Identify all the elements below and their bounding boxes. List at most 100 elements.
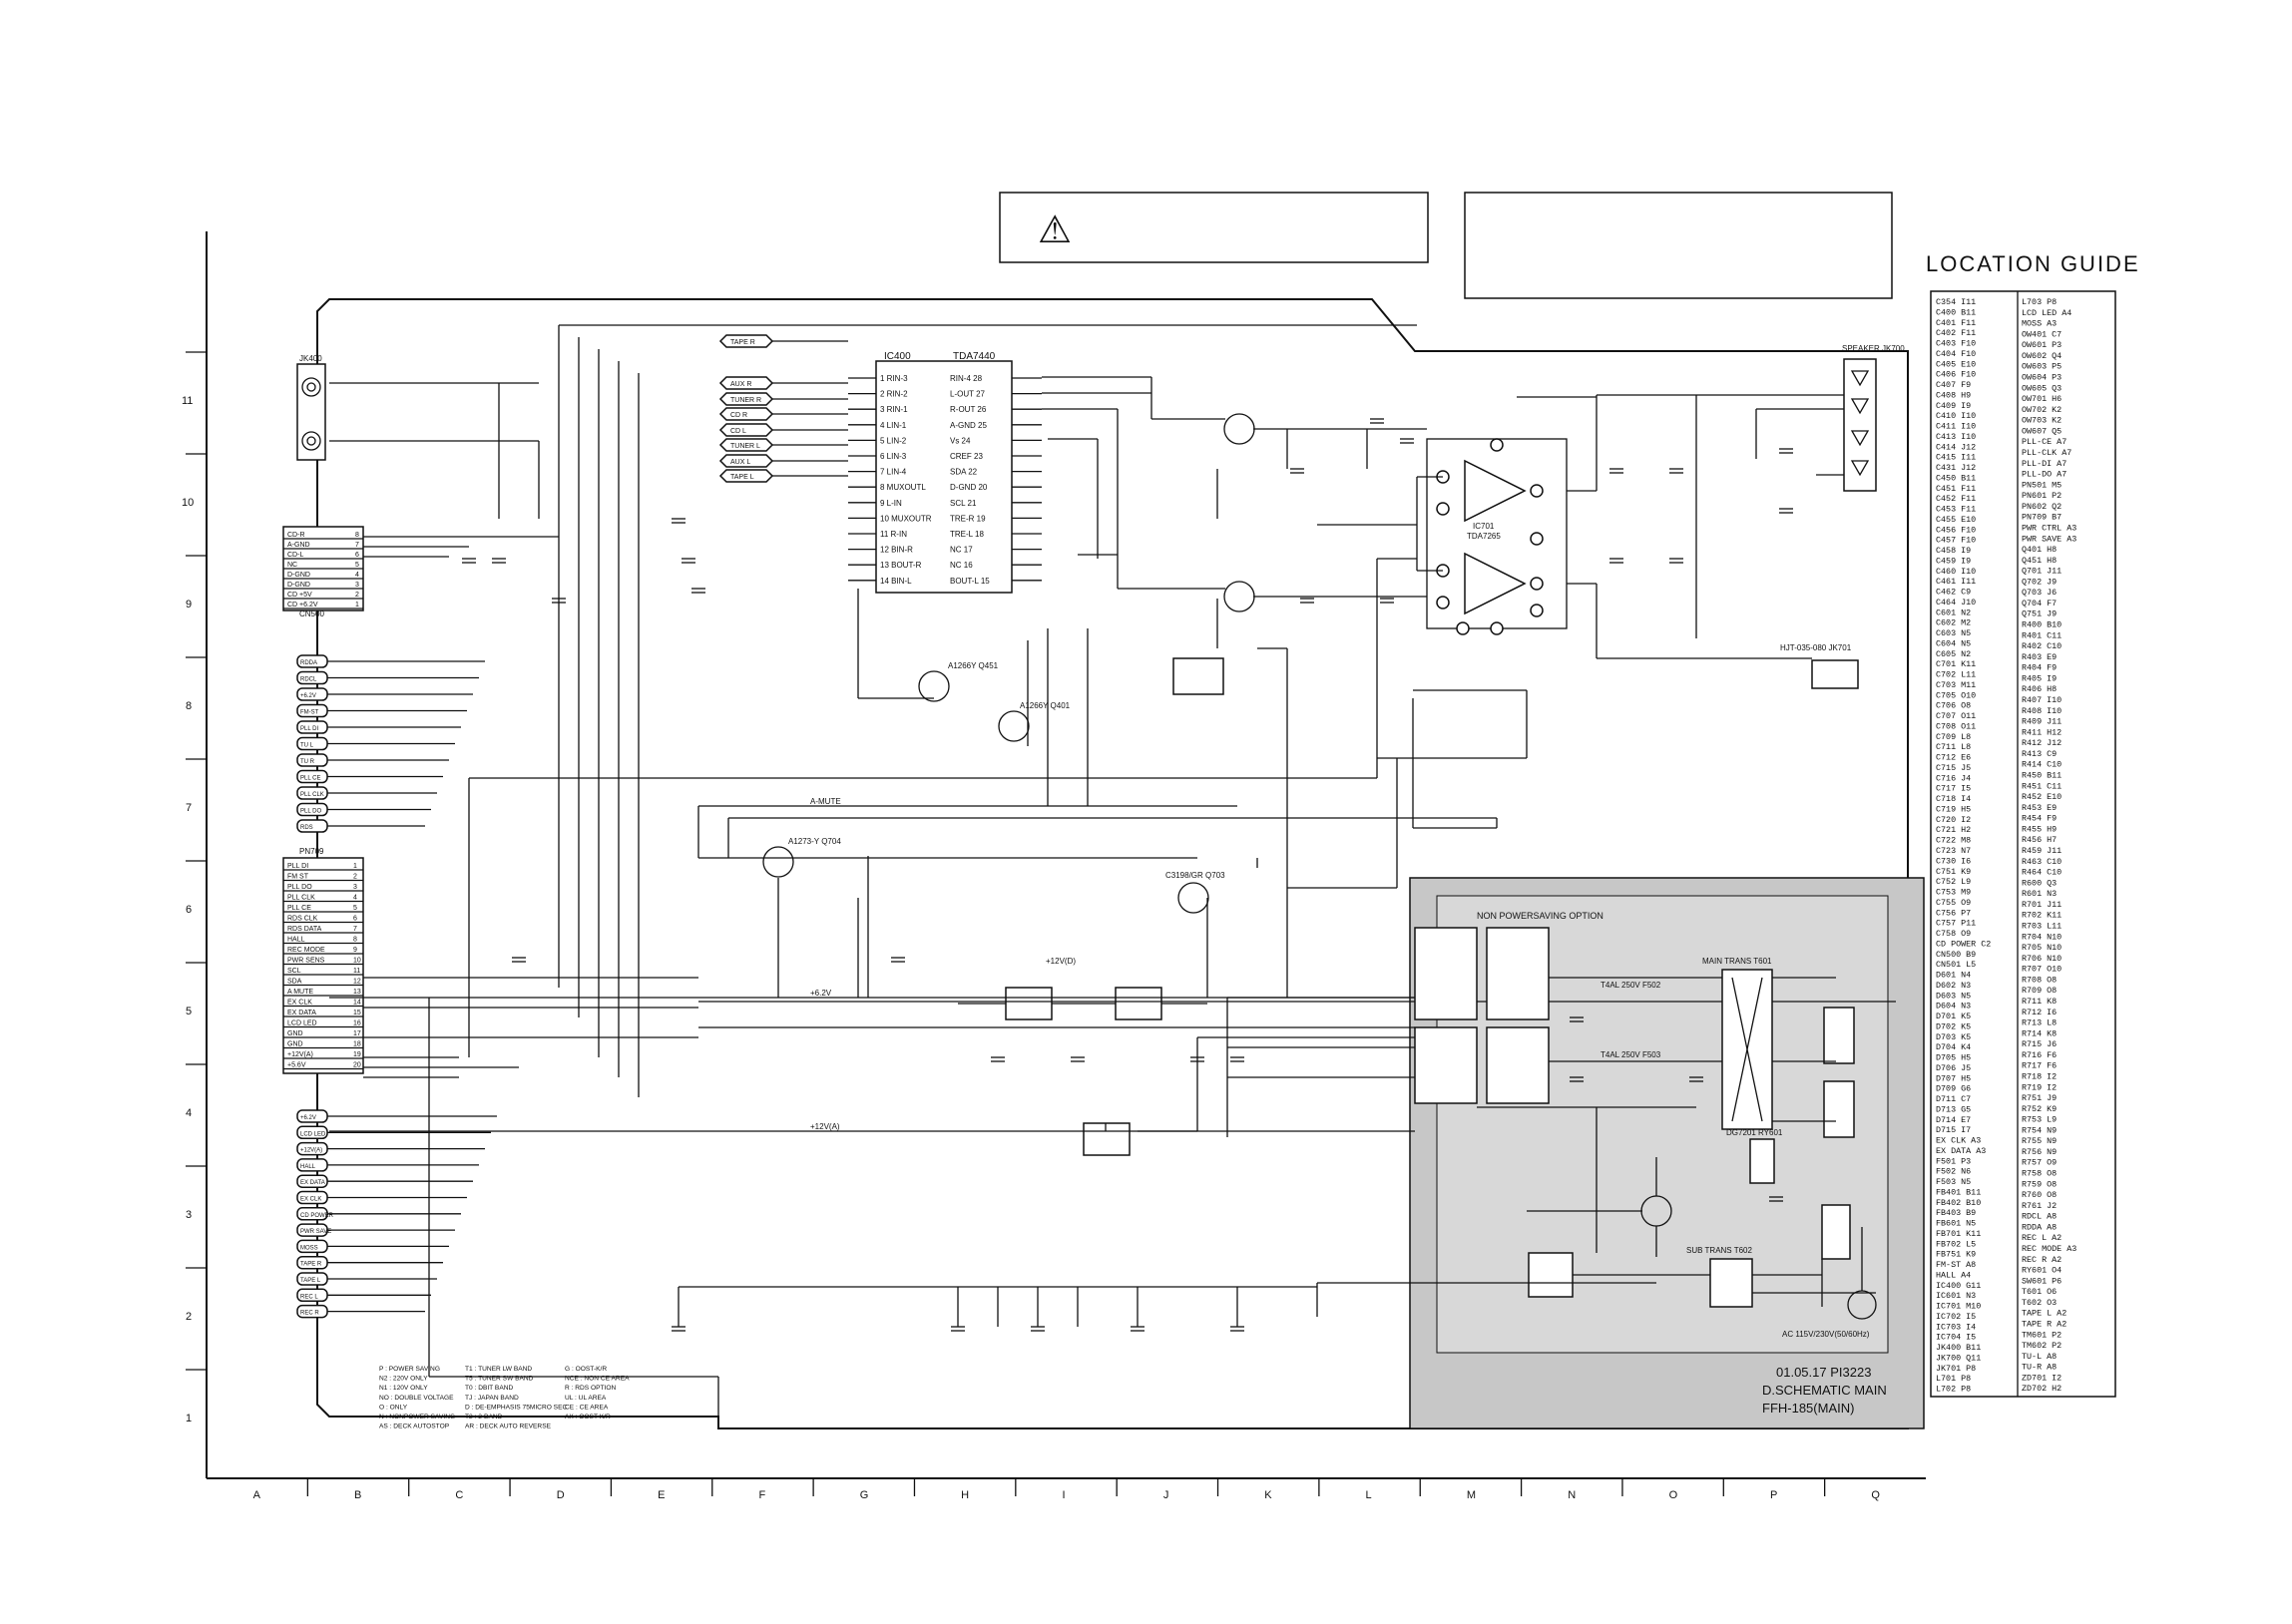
port-label: EX CLK	[300, 1197, 321, 1203]
q751-transistor	[1223, 581, 1255, 612]
ic400-pin-right: NC 17	[950, 546, 973, 555]
port-label: RDDA	[300, 660, 317, 666]
location-entry: R754 N9	[2022, 1125, 2057, 1135]
pn709-pin-name: REC MODE	[287, 947, 325, 954]
location-entry: R601 N3	[2022, 889, 2057, 899]
location-entry: PLL-DO A7	[2022, 470, 2066, 480]
grid-row-4: 4	[186, 1107, 192, 1119]
location-entry: F502 N6	[1936, 1167, 1971, 1177]
cn500-pin-name: CD-L	[287, 552, 303, 559]
cn500-pin-name: A-GND	[287, 542, 310, 549]
grid-row-1: 1	[186, 1413, 192, 1424]
location-entry: L701 P8	[1936, 1374, 1971, 1384]
location-entry: R761 J2	[2022, 1201, 2057, 1211]
ic704-regulator	[1115, 987, 1162, 1020]
input-tag-aux_r: AUX R	[730, 381, 751, 388]
location-entry: OW701 H6	[2022, 394, 2062, 404]
location-entry: R716 F6	[2022, 1050, 2057, 1060]
fuse-f503-label: T4AL 250V F503	[1601, 1050, 1661, 1059]
location-entry: C702 L11	[1936, 670, 1976, 680]
cn501-connector	[1414, 927, 1478, 1020]
location-entry: T601 O6	[2022, 1287, 2057, 1297]
location-entry: R712 I6	[2022, 1008, 2057, 1017]
pn709-pin-number: 1	[353, 863, 357, 870]
location-entry: R757 O9	[2022, 1158, 2057, 1168]
port-label: REC L	[300, 1294, 318, 1300]
location-entry: C730 I6	[1936, 856, 1971, 866]
pn709-pin-name: GND	[287, 1041, 303, 1048]
location-entry: C601 N2	[1936, 608, 1971, 617]
pn709-pin-name: EX DATA	[287, 1010, 316, 1016]
location-entry: C450 B11	[1936, 473, 1976, 483]
location-entry: IC704 I5	[1936, 1333, 1976, 1343]
cn500-pin-name: D-GND	[287, 572, 310, 579]
rail-62v-label: +6.2V	[810, 989, 832, 998]
location-entry: R755 N9	[2022, 1136, 2057, 1146]
grid-row-5: 5	[186, 1006, 192, 1017]
location-entry: ZD702 H2	[2022, 1384, 2062, 1394]
pn709-pin-number: 7	[353, 926, 357, 933]
legend-entry: N2 : 220V ONLY	[379, 1376, 428, 1383]
ic400-ref: IC400	[884, 351, 911, 362]
cn500-pin-name: NC	[287, 562, 297, 569]
location-entry: Q451 H8	[2022, 556, 2057, 566]
ic400-pin-right: TRE-L 18	[950, 530, 984, 539]
grid-col-A: A	[253, 1489, 261, 1501]
cn500-pin-name: CD-R	[287, 532, 305, 539]
legend-entry: CE : CE AREA	[565, 1404, 609, 1411]
location-entry: C718 I4	[1936, 794, 1971, 804]
sw602-switch	[1823, 1080, 1855, 1138]
location-entry: R715 J6	[2022, 1039, 2057, 1049]
location-entry: OW603 P5	[2022, 362, 2062, 372]
port-label: +12V(A)	[300, 1148, 322, 1154]
port-label: TU L	[300, 743, 314, 749]
location-entry: R751 J9	[2022, 1093, 2057, 1103]
port-label: RDCL	[300, 677, 317, 683]
legend-entry: AR : DECK AUTO REVERSE	[465, 1423, 552, 1430]
port-label: PLL DO	[300, 809, 321, 815]
location-entry: HALL A4	[1936, 1270, 1971, 1280]
location-entry: R701 J11	[2022, 900, 2062, 910]
pn709-pin-number: 15	[353, 1010, 361, 1016]
location-entry: D601 N4	[1936, 971, 1971, 981]
sub-transformer	[1709, 1258, 1753, 1308]
location-entry: C452 F11	[1936, 494, 1976, 504]
location-entry: R406 H8	[2022, 684, 2057, 694]
cn500-pin-number: 7	[355, 542, 359, 549]
location-entry: Q702 J9	[2022, 577, 2057, 587]
pn709-pin-number: 6	[353, 916, 357, 923]
input-tag-tape_l: TAPE L	[730, 474, 754, 481]
location-entry: C403 F10	[1936, 339, 1976, 349]
port-label: PLL DI	[300, 726, 318, 732]
rail-12vd-label: +12V(D)	[1046, 957, 1076, 966]
q703-label: C3198/GR Q703	[1165, 871, 1225, 880]
location-entry: D702 K5	[1936, 1021, 1971, 1031]
location-entry: D701 K5	[1936, 1012, 1971, 1021]
location-entry: R412 J12	[2022, 738, 2062, 748]
location-entry: CN500 B9	[1936, 950, 1976, 960]
q704-transistor	[762, 846, 794, 878]
location-entry: OW604 P3	[2022, 372, 2062, 382]
schematic-wiring	[329, 324, 1876, 1417]
location-entry: R411 H12	[2022, 727, 2062, 737]
q451-transistor	[918, 670, 950, 702]
ic701-pin-circles	[1436, 438, 1544, 635]
pn709-pin-number: 13	[353, 989, 361, 996]
location-entry: C354 I11	[1936, 297, 1976, 307]
location-entry: C758 O9	[1936, 929, 1971, 939]
location-entry: REC MODE A3	[2022, 1244, 2076, 1254]
ic400-pin-left: 11 R-IN	[880, 530, 907, 539]
location-entry: R400 B10	[2022, 620, 2062, 630]
ic400-pin-right: BOUT-L 15	[950, 577, 990, 586]
location-entry: C406 F10	[1936, 370, 1976, 380]
relay-label: DG7201 RY601	[1726, 1128, 1783, 1137]
grid-row-11: 11	[182, 395, 193, 407]
legend-entry: O : ONLY	[379, 1404, 408, 1411]
location-entry: R707 O10	[2022, 965, 2062, 975]
cn500-pin-number: 6	[355, 552, 359, 559]
location-entry: FB403 B9	[1936, 1208, 1976, 1218]
